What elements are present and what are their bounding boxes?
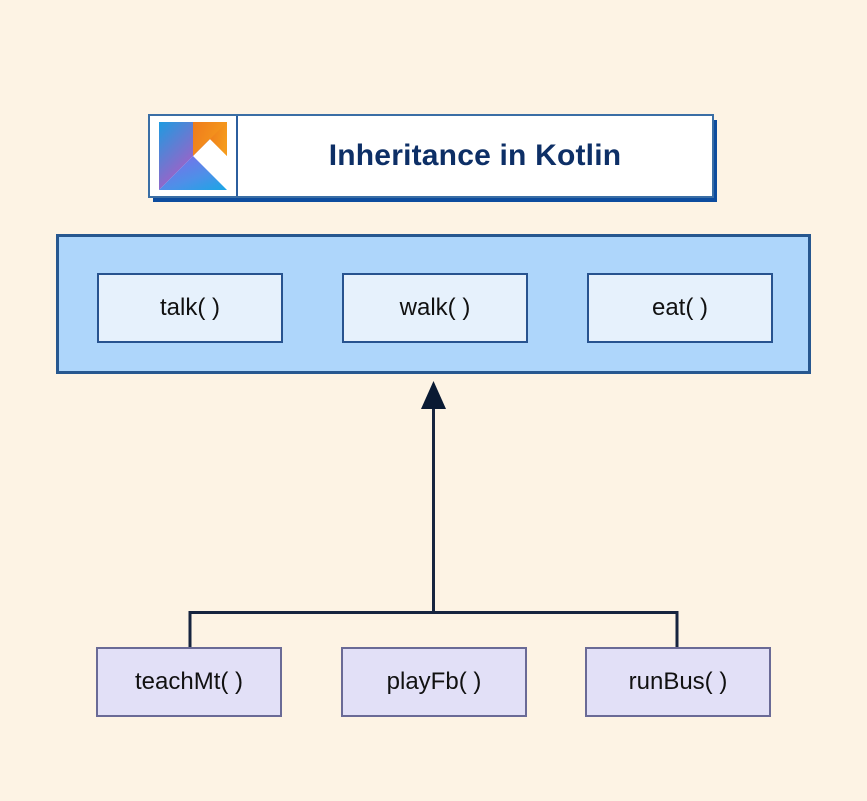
title-text-cell: Inheritance in Kotlin (238, 116, 712, 196)
parent-method-talk[interactable]: talk( ) (97, 273, 283, 343)
title-bar: Inheritance in Kotlin (148, 114, 714, 198)
child-method-runbus-label: runBus( ) (628, 668, 728, 695)
child-method-teachmt-label: teachMt( ) (134, 668, 244, 695)
kotlin-logo-cell (150, 116, 238, 196)
parent-class-container: talk( ) walk( ) eat( ) (56, 234, 811, 374)
kotlin-logo-icon (159, 122, 227, 190)
child-method-runbus[interactable]: runBus( ) (585, 647, 771, 717)
child-method-playfb[interactable]: playFb( ) (341, 647, 527, 717)
parent-method-eat[interactable]: eat( ) (587, 273, 773, 343)
page-title: Inheritance in Kotlin (328, 139, 622, 172)
parent-method-talk-label: talk( ) (160, 294, 220, 321)
child-method-teachmt[interactable]: teachMt( ) (96, 647, 282, 717)
child-method-playfb-label: playFb( ) (386, 668, 482, 695)
parent-method-walk-label: walk( ) (399, 294, 471, 321)
parent-method-eat-label: eat( ) (651, 294, 708, 321)
parent-method-walk[interactable]: walk( ) (342, 273, 528, 343)
